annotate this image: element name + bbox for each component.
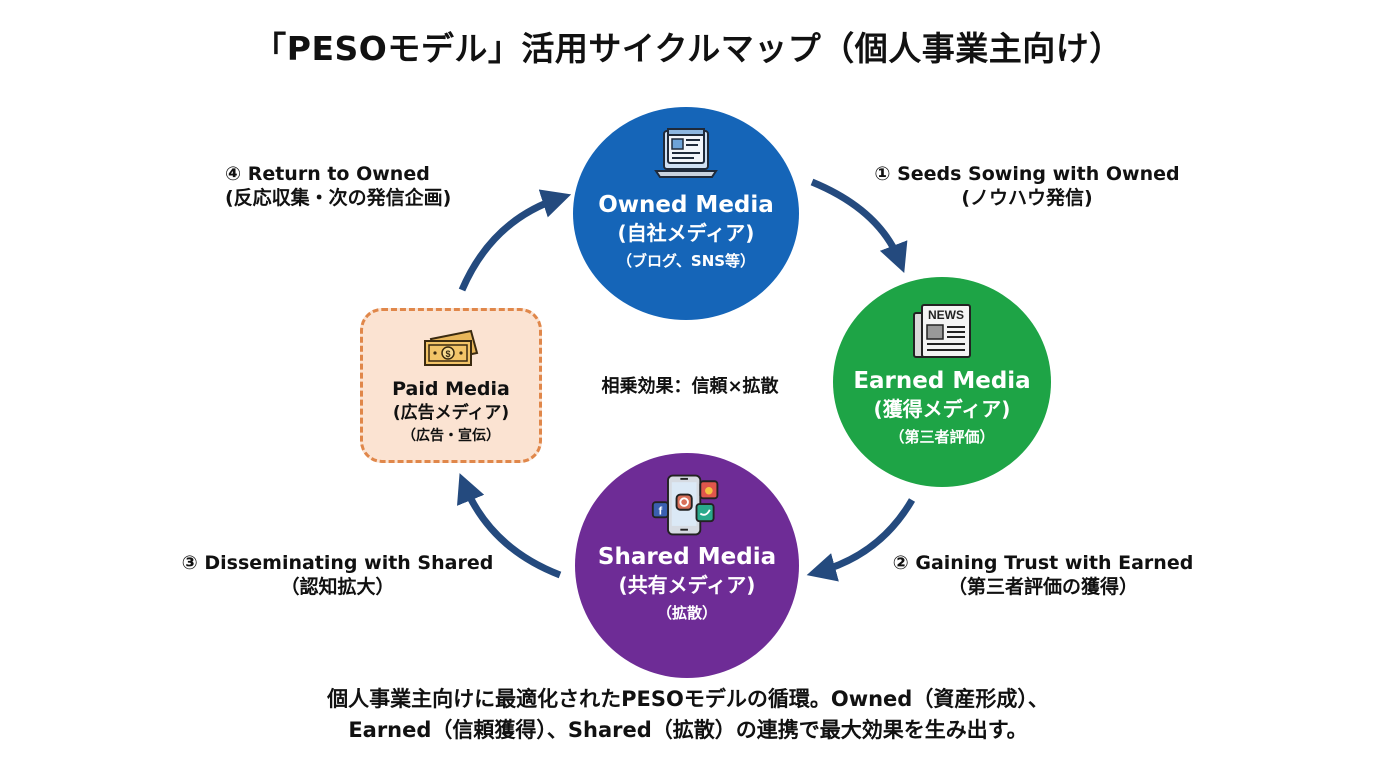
owned-media-node: Owned Media (自社メディア) （ブログ、SNS等） [573,107,799,320]
step-2-sub: （第三者評価の獲得） [947,576,1138,598]
step-1-sub: (ノウハウ発信) [961,187,1093,209]
step-1-title: ① Seeds Sowing with Owned [874,163,1180,185]
earned-media-node: NEWS Earned Media (獲得メディア) （第三者評価） [833,277,1051,487]
owned-media-title: Owned Media [598,192,774,218]
laptop-webpage-icon [654,128,718,178]
shared-media-node: f Shared Media (共有メディア) （拡散） [575,453,799,678]
caption-line-1: 個人事業主向けに最適化されたPESOモデルの循環。Owned（資産形成）、 [327,687,1049,711]
arrow-paid-to-owned [458,189,572,292]
step-4-sub: (反応収集・次の発信企画) [225,187,452,209]
step-4-title: ④ Return to Owned [225,163,430,185]
step-3-sub: （認知拡大） [280,576,395,598]
caption-line-2: Earned（信頼獲得）、Shared（拡散）の連携で最大効果を生み出す。 [348,718,1028,742]
caption: 個人事業主向けに最適化されたPESOモデルの循環。Owned（資産形成）、 Ea… [140,684,1236,746]
twitter-icon [695,503,715,523]
svg-text:$: $ [445,349,450,359]
earned-media-jp: (獲得メディア) [873,397,1011,421]
owned-media-jp: (自社メディア) [617,221,755,245]
banknote-icon: $ [424,329,479,366]
paid-media-node: $ Paid Media (広告メディア) （広告・宣伝） [360,308,542,463]
instagram-icon [675,493,693,511]
shared-media-title: Shared Media [597,544,777,570]
step-4-label: ④ Return to Owned (反応収集・次の発信企画) [205,162,545,210]
step-1-label: ① Seeds Sowing with Owned (ノウハウ発信) [852,162,1202,210]
earned-media-title: Earned Media [853,368,1031,394]
shared-media-jp: (共有メディア) [618,573,756,597]
earned-media-sub: （第三者評価） [889,428,995,446]
shared-media-sub: （拡散） [656,604,717,622]
paid-media-title: Paid Media [392,378,510,400]
page-title: 「PESOモデル」活用サイクルマップ（個人事業主向け） [253,29,1123,68]
paid-media-jp: (広告メディア) [392,403,510,423]
svg-text:f: f [659,506,663,518]
owned-media-sub: （ブログ、SNS等） [616,252,756,270]
synergy-label: 相乗効果：信頼×拡散 [601,376,779,397]
step-2-label: ② Gaining Trust with Earned （第三者評価の獲得） [868,551,1218,599]
step-3-label: ③ Disseminating with Shared （認知拡大） [165,551,510,599]
newspaper-icon-text: NEWS [928,308,964,322]
step-2-title: ② Gaining Trust with Earned [892,552,1194,574]
facebook-icon [651,501,669,519]
paid-media-sub: （広告・宣伝） [402,428,500,444]
newspaper-icon: NEWS [913,304,971,358]
smartphone-social-icon: f [651,474,719,536]
step-3-title: ③ Disseminating with Shared [181,552,494,574]
